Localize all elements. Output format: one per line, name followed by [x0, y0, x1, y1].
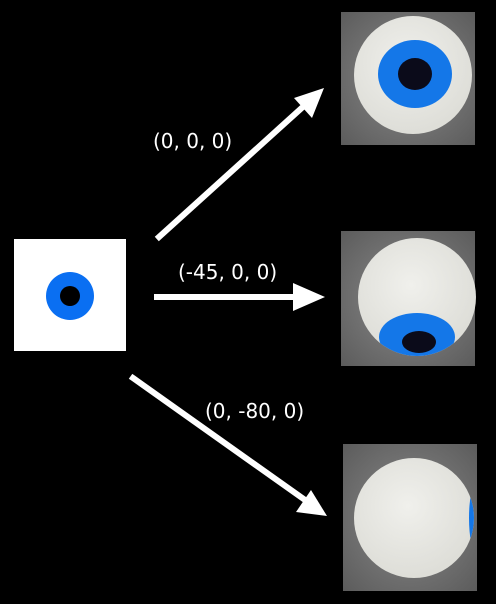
- render-front-view: [341, 12, 475, 145]
- source-eye-texture: [14, 239, 126, 351]
- texture-pupil: [60, 286, 80, 306]
- arrow-head: [294, 88, 324, 118]
- rotation-label-front: (0, 0, 0): [153, 129, 232, 153]
- eyeball-sphere: [354, 458, 474, 578]
- arrow-head: [293, 283, 325, 311]
- render-side-view: [343, 444, 477, 591]
- arrow-to-tilted-render: [154, 283, 325, 311]
- render-tilted-view: [341, 231, 476, 366]
- arrow-to-side-render: [128, 373, 327, 516]
- arrow-head: [296, 490, 327, 516]
- eyeball-pupil: [402, 331, 436, 353]
- rotation-label-tilted: (-45, 0, 0): [178, 260, 277, 284]
- eyeball-pupil: [398, 58, 432, 90]
- rotation-label-side: (0, -80, 0): [205, 399, 304, 423]
- arrow-to-front-render: [154, 88, 324, 242]
